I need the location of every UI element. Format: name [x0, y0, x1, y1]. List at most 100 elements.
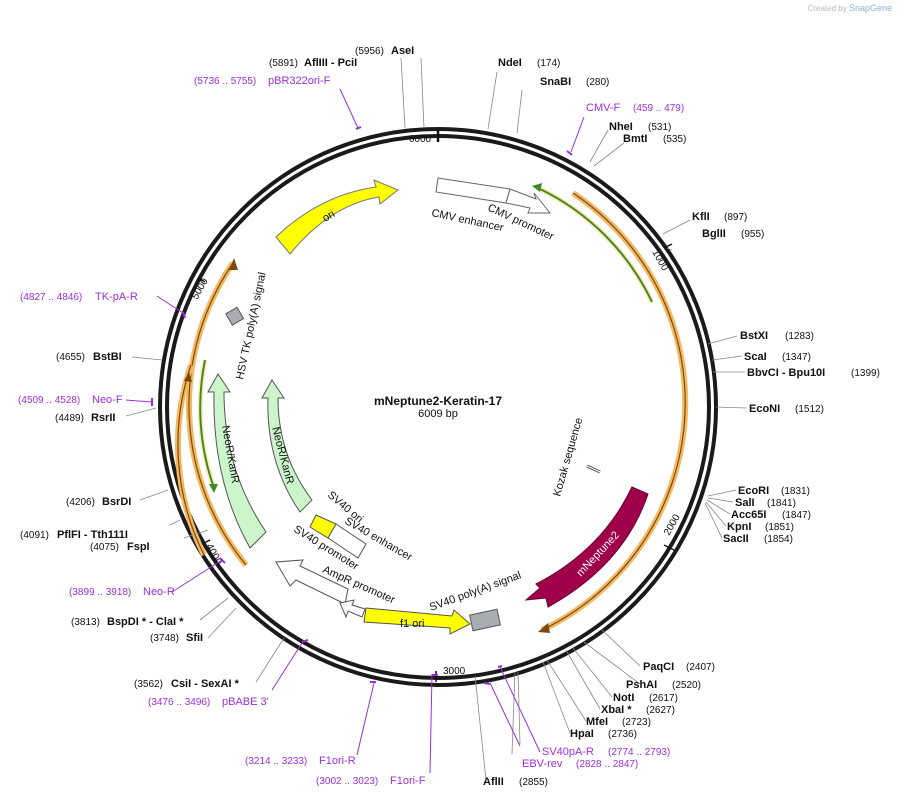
enzyme-csii-sexai[interactable]: (3562) CsiI - SexAI * [134, 678, 240, 690]
enzyme-sali[interactable]: SalI (1841) [735, 497, 796, 509]
feature-label-kozak: Kozak sequence [551, 416, 585, 498]
enzyme-pshai[interactable]: PshAI (2520) [626, 679, 701, 691]
feature-hsv-tk-polya: HSV TK poly(A) signal [225, 271, 269, 381]
enzyme-pos: (2723) [622, 717, 651, 728]
orf-arc-left-inner [174, 364, 207, 557]
enzyme-hpai[interactable]: HpaI (2736) [570, 728, 637, 740]
feature-label-sv40-polya: SV40 poly(A) signal [428, 570, 523, 614]
enzyme-noti[interactable]: NotI (2617) [613, 692, 678, 704]
primer-name: TK-pA-R [95, 291, 138, 303]
enzyme-name: Acc65I [731, 509, 766, 521]
enzyme-bglii[interactable]: BglII (955) [702, 228, 764, 240]
primer-range: (3002 .. 3023) [316, 776, 378, 787]
enzyme-pos: (1854) [764, 534, 793, 545]
credit-prefix: Created by [807, 4, 847, 13]
primer-leader-lines [125, 88, 585, 774]
enzyme-name: BspDI * - ClaI * [107, 616, 184, 628]
enzyme-name: AseI [391, 45, 414, 57]
enzyme-pflfi-tth111i[interactable]: (4091) PflFI - Tth111I [20, 529, 128, 541]
primer-name: Neo-R [143, 586, 175, 598]
enzyme-bspdi-clai[interactable]: (3813) BspDI * - ClaI * [71, 616, 184, 628]
feature-neor-kanr-inner: NeoR/KanR [261, 379, 313, 513]
enzyme-snabi[interactable]: SnaBI (280) [540, 76, 609, 88]
enzyme-name: HpaI [570, 728, 594, 740]
primer-f1ori-f[interactable]: (3002 .. 3023) F1ori-F [316, 775, 426, 787]
primer-neo-r[interactable]: (3899 .. 3918) Neo-R [69, 586, 175, 598]
enzyme-pos: (4655) [56, 352, 85, 363]
tick-label-6000: 6000 [409, 134, 432, 145]
enzyme-name: BbvCI - Bpu10I [747, 367, 825, 379]
enzyme-pos: (4075) [90, 542, 119, 553]
primer-tk-pa-r[interactable]: (4827 .. 4846) TK-pA-R [20, 291, 138, 303]
enzyme-pos: (1399) [851, 368, 880, 379]
green-orf-arc-right-arrowhead [532, 183, 542, 192]
primer-range: (2774 .. 2793) [608, 747, 670, 758]
enzyme-xbai[interactable]: XbaI * (2627) [601, 704, 675, 716]
enzyme-name: SacII [723, 533, 749, 545]
enzyme-pos: (1847) [782, 510, 811, 521]
primer-ebv-rev[interactable]: EBV-rev (2828 .. 2847) [522, 758, 638, 770]
enzyme-pos: (2520) [672, 680, 701, 691]
enzyme-acc65i[interactable]: Acc65I (1847) [731, 509, 811, 521]
orf-arc-right [538, 190, 689, 633]
enzyme-ecori[interactable]: EcoRI (1831) [738, 485, 810, 497]
tick-5000: 5000 [190, 276, 211, 301]
enzyme-bsrdi[interactable]: (4206) BsrDI [66, 496, 131, 508]
enzyme-name: EcoRI [738, 485, 769, 497]
primer-range: (4827 .. 4846) [20, 292, 82, 303]
enzyme-name: BsrDI [102, 496, 131, 508]
enzyme-pos: (2855) [519, 777, 548, 788]
enzyme-name: RsrII [91, 412, 115, 424]
primer-name: F1ori-R [319, 755, 356, 767]
primer-f1ori-r[interactable]: (3214 .. 3233) F1ori-R [245, 755, 356, 767]
enzyme-afliii-pcii[interactable]: (5891) AflIII - PciI [269, 57, 357, 69]
enzyme-aflii[interactable]: AflII (2855) [483, 776, 548, 788]
green-orf-arc-right [532, 183, 655, 304]
primer-labels: (5736 .. 5755) pBR322ori-F CMV-F (459 ..… [18, 75, 684, 787]
enzyme-pos: (3562) [134, 679, 163, 690]
primer-neo-f[interactable]: (4509 .. 4528) Neo-F [18, 394, 123, 406]
enzyme-name: NotI [613, 692, 634, 704]
orf-arc-left [185, 258, 249, 567]
enzyme-rsrii[interactable]: (4489) RsrII [55, 412, 115, 424]
primer-pbr322ori-f[interactable]: (5736 .. 5755) pBR322ori-F [194, 75, 331, 87]
tick-label-3000: 3000 [443, 666, 466, 677]
enzyme-pos: (5891) [269, 58, 298, 69]
enzyme-bmti[interactable]: BmtI (535) [623, 133, 686, 145]
enzyme-name: AflII [483, 776, 504, 788]
enzyme-paqci[interactable]: PaqCI (2407) [643, 661, 715, 673]
enzyme-name: KflI [692, 211, 710, 223]
enzyme-mfei[interactable]: MfeI (2723) [586, 716, 651, 728]
enzyme-sfii[interactable]: (3748) SfiI [150, 632, 203, 644]
enzyme-econi[interactable]: EcoNI (1512) [749, 403, 824, 415]
enzyme-pos: (280) [586, 77, 609, 88]
enzyme-bstbi[interactable]: (4655) BstBI [56, 351, 122, 363]
enzyme-kfli[interactable]: KflI (897) [692, 211, 747, 223]
enzyme-scai[interactable]: ScaI (1347) [744, 351, 811, 363]
enzyme-name: PaqCI [643, 661, 674, 673]
tick-6000: 6000 [409, 130, 440, 145]
enzyme-ndei[interactable]: NdeI (174) [498, 57, 560, 69]
enzyme-asei[interactable]: (5956) AseI [355, 45, 414, 57]
primer-range: (3899 .. 3918) [69, 587, 131, 598]
enzyme-bbvci-bpu10i[interactable]: BbvCI - Bpu10I (1399) [747, 367, 880, 379]
enzyme-pos: (955) [741, 229, 764, 240]
primer-cmv-f[interactable]: CMV-F (459 .. 479) [586, 102, 684, 114]
enzyme-name: BmtI [623, 133, 647, 145]
enzyme-pos: (5956) [355, 46, 384, 57]
enzyme-pos: (3813) [71, 617, 100, 628]
primer-name: pBR322ori-F [268, 75, 331, 87]
primer-sv40pa-r[interactable]: SV40pA-R (2774 .. 2793) [542, 746, 670, 758]
feature-ori: ori [275, 179, 399, 255]
primer-pbabe-3[interactable]: (3476 .. 3496) pBABE 3' [148, 696, 269, 708]
enzyme-bstxi[interactable]: BstXI (1283) [740, 330, 814, 342]
enzyme-sacii[interactable]: SacII (1854) [723, 533, 793, 545]
enzyme-kpni[interactable]: KpnI (1851) [727, 521, 794, 533]
primer-range: (2828 .. 2847) [576, 759, 638, 770]
enzyme-pos: (2407) [686, 662, 715, 673]
enzyme-fspi[interactable]: (4075) FspI [90, 541, 150, 553]
enzyme-nhei[interactable]: NheI (531) [609, 121, 671, 133]
feature-label-neor-kanr-inner: NeoR/KanR [269, 426, 296, 486]
enzyme-labels: (5956) AseI (5891) AflIII - PciI NdeI (1… [20, 45, 880, 788]
